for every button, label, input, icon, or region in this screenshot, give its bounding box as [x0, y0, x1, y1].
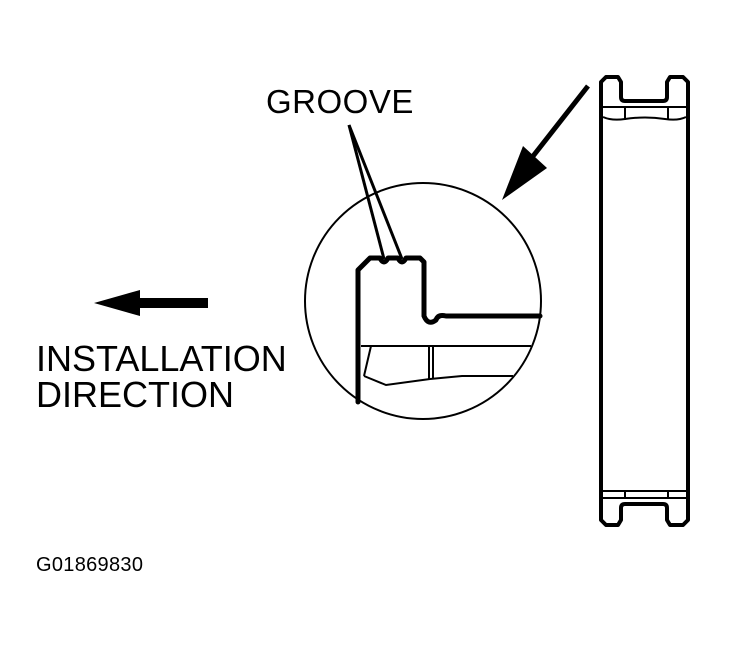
installation-direction-label: INSTALLATION DIRECTION [36, 341, 287, 413]
installation-label-line1: INSTALLATION [36, 338, 287, 379]
pointer-arrow-icon [502, 84, 590, 200]
seal-ring [599, 75, 690, 527]
groove-leader-lines [347, 124, 404, 260]
seal-lip-profile [355, 255, 543, 405]
figure-id: G01869830 [36, 554, 144, 576]
detail-circle [304, 182, 542, 420]
installation-direction-arrow-icon [94, 290, 208, 316]
groove-label: GROOVE [266, 83, 414, 120]
installation-label-line2: DIRECTION [36, 374, 234, 415]
